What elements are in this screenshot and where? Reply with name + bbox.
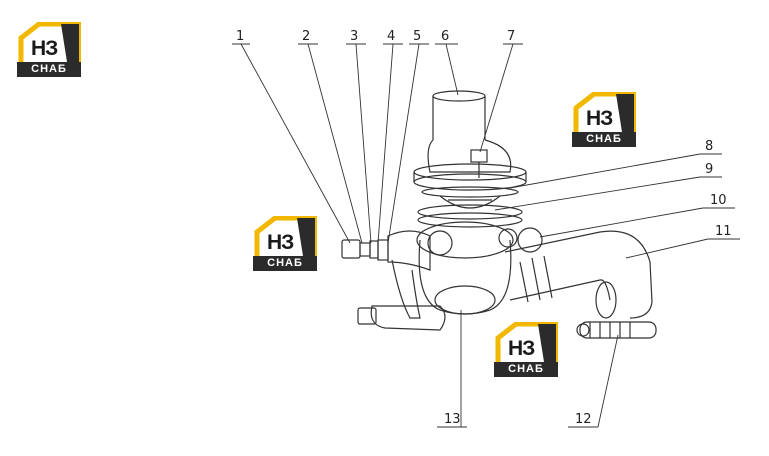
hose-11 [504, 230, 653, 319]
watermark-logo: НЗ СНАБ [572, 92, 636, 150]
logo-mark: НЗ [31, 37, 58, 60]
callout-labels: 1 2 3 4 5 6 7 8 9 10 11 12 13 [236, 29, 732, 427]
callout-12: 12 [575, 412, 592, 427]
house-roof-icon [18, 22, 81, 62]
house-roof-icon [573, 92, 636, 132]
hose-clamp-10 [519, 255, 553, 303]
callout-2: 2 [302, 29, 310, 44]
bolt-7 [470, 149, 488, 178]
logo-mark: НЗ [586, 107, 613, 130]
hose-clamp-12 [576, 321, 657, 339]
logo-mark: НЗ [267, 231, 294, 254]
callout-11: 11 [715, 224, 732, 239]
thermostat-valve-9 [417, 195, 523, 228]
watermark-logo: НЗ СНАБ [494, 322, 558, 380]
callout-10: 10 [710, 193, 727, 208]
watermark-logo: НЗ СНАБ [253, 216, 317, 274]
watermark-logo: НЗ СНАБ [17, 22, 81, 80]
left-fitting [341, 230, 446, 331]
logo-band: СНАБ [572, 132, 636, 147]
thermostat-housing [413, 90, 527, 191]
callout-7: 7 [507, 29, 515, 44]
logo-mark: НЗ [508, 337, 535, 360]
logo-band: СНАБ [17, 62, 81, 77]
callout-5: 5 [413, 29, 421, 44]
callout-3: 3 [350, 29, 358, 44]
callout-6: 6 [441, 29, 449, 44]
callout-1: 1 [236, 29, 244, 44]
gasket-8 [421, 186, 519, 198]
house-roof-icon [254, 216, 317, 256]
logo-band: СНАБ [253, 256, 317, 271]
callout-8: 8 [705, 139, 713, 154]
logo-band: СНАБ [494, 362, 558, 377]
callout-13: 13 [444, 412, 461, 427]
callout-4: 4 [387, 29, 395, 44]
tee-body-13 [416, 221, 543, 315]
house-roof-icon [495, 322, 558, 362]
callout-9: 9 [705, 162, 713, 177]
